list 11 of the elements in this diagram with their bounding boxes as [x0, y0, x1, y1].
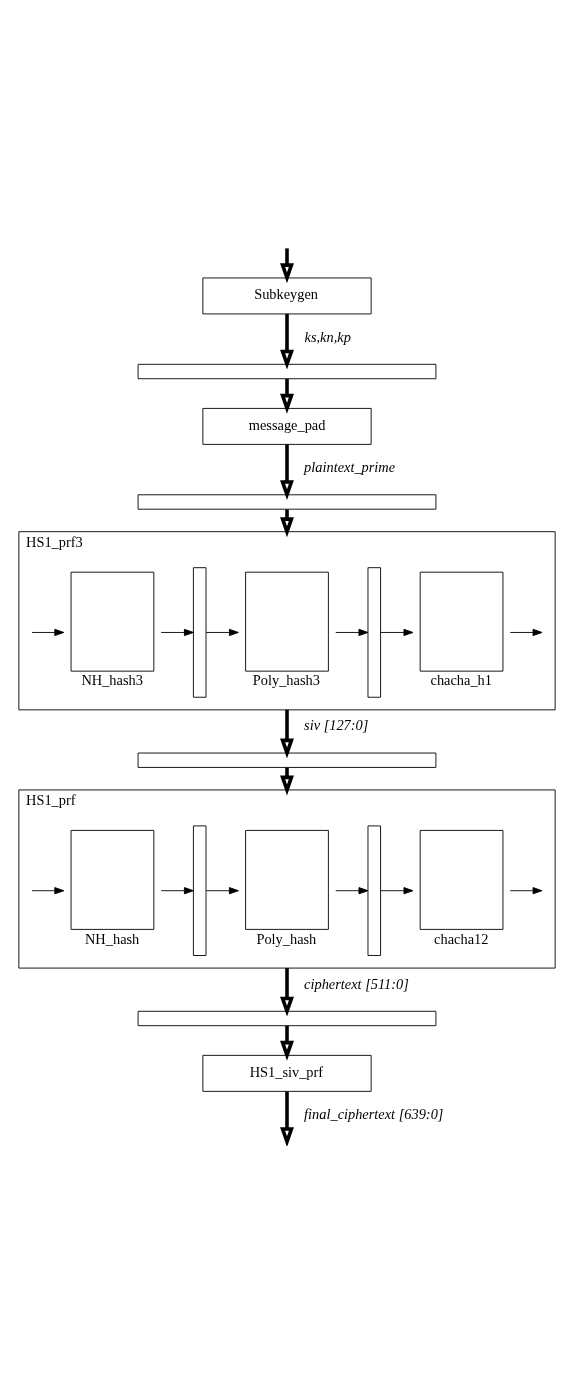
edge-label: siv [127:0]: [304, 716, 369, 733]
node-label: chacha12: [434, 930, 489, 947]
node-label: NH_hash3: [81, 671, 143, 688]
node-label: NH_hash: [84, 930, 140, 947]
edge-label: final_ciphertext [639:0]: [304, 1105, 444, 1122]
node-label: Poly_hash3: [252, 671, 320, 688]
edge-label: plaintext_prime: [304, 458, 396, 475]
node-label: chacha_h1: [430, 671, 492, 688]
edge-label: ciphertext [511:0]: [304, 975, 409, 992]
node-label: Poly_hash: [256, 930, 317, 947]
edge-label: ks,kn,kp: [304, 328, 351, 345]
